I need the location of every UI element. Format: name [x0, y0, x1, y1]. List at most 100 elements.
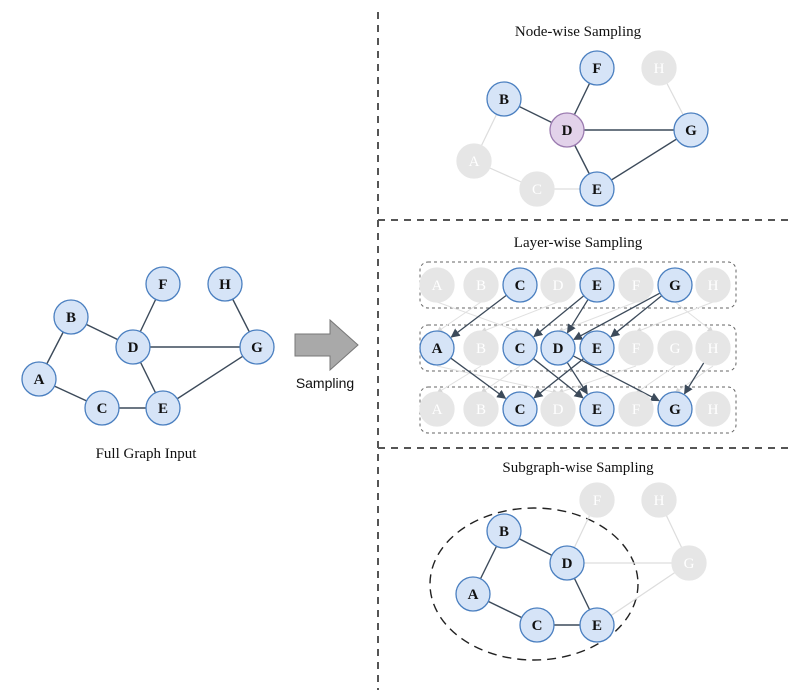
faded-node-d: D	[540, 267, 576, 303]
node-label: E	[592, 341, 602, 357]
node-circle	[21, 361, 57, 397]
node-circle	[579, 171, 615, 207]
faded-node-h: H	[695, 267, 731, 303]
faded-node-h: H	[641, 482, 677, 518]
faded-node-b: B	[463, 330, 499, 366]
node-circle	[695, 330, 731, 366]
node-a: A	[21, 361, 57, 397]
node-circle	[145, 390, 181, 426]
node-circle	[486, 81, 522, 117]
faded-arrow	[480, 301, 559, 333]
target-node-d: D	[549, 112, 585, 148]
layer-edge-a-c	[450, 357, 507, 399]
node-e: E	[579, 267, 615, 303]
node-circle	[486, 513, 522, 549]
node-label: G	[669, 278, 681, 294]
node-circle	[207, 266, 243, 302]
node-circle	[641, 50, 677, 86]
node-label: G	[685, 123, 697, 139]
faded-node-a: A	[456, 143, 492, 179]
node-b: B	[486, 81, 522, 117]
faded-arrow	[480, 365, 521, 394]
node-circle	[239, 329, 275, 365]
subgraph-wise-title: Subgraph-wise Sampling	[502, 460, 654, 476]
faded-node-f: F	[618, 267, 654, 303]
node-label: G	[684, 556, 695, 572]
node-circle	[657, 391, 693, 427]
layer-edge-g-e	[610, 295, 663, 338]
layer-box-1	[419, 261, 737, 309]
node-label: G	[251, 340, 263, 356]
node-g: G	[657, 391, 693, 427]
node-label: C	[532, 618, 543, 634]
layer-box-2	[419, 324, 737, 372]
node-circle	[115, 329, 151, 365]
node-a: A	[455, 576, 491, 612]
node-circle	[579, 482, 615, 518]
node-circle	[53, 299, 89, 335]
faded-node-b: B	[463, 267, 499, 303]
node-label: C	[532, 182, 542, 198]
node-circle	[502, 391, 538, 427]
faded-node-f: F	[618, 330, 654, 366]
node-label: E	[592, 278, 602, 294]
node-label: H	[708, 402, 719, 418]
node-circle	[502, 267, 538, 303]
node-circle	[145, 266, 181, 302]
node-c: C	[502, 391, 538, 427]
node-circle	[549, 545, 585, 581]
faded-edge-e-g	[596, 562, 690, 626]
node-label: A	[432, 278, 443, 294]
faded-node-d: D	[540, 391, 576, 427]
node-label: B	[66, 310, 76, 326]
node-circle	[549, 112, 585, 148]
faded-node-g: G	[671, 545, 707, 581]
node-label: A	[432, 341, 443, 357]
node-circle	[519, 607, 555, 643]
node-circle	[657, 267, 693, 303]
layer-edge-c-a	[450, 294, 507, 338]
node-g: G	[239, 329, 275, 365]
node-label: E	[592, 182, 602, 198]
node-d: D	[540, 330, 576, 366]
node-label: H	[708, 278, 719, 294]
layer-box-3	[419, 386, 737, 434]
node-label: C	[515, 341, 526, 357]
node-a: A	[419, 330, 455, 366]
node-g: G	[657, 267, 693, 303]
faded-arrow	[436, 365, 482, 394]
node-circle	[463, 391, 499, 427]
node-label: H	[708, 341, 719, 357]
node-circle	[579, 607, 615, 643]
node-e: E	[579, 391, 615, 427]
node-b: B	[486, 513, 522, 549]
layer-edge-d-g	[572, 355, 660, 402]
node-label: G	[670, 341, 681, 357]
node-circle	[618, 267, 654, 303]
faded-node-g: G	[657, 330, 693, 366]
faded-node-h: H	[695, 330, 731, 366]
faded-node-b: B	[463, 391, 499, 427]
node-e: E	[579, 330, 615, 366]
node-f: F	[145, 266, 181, 302]
full-graph-caption: Full Graph Input	[96, 446, 198, 462]
node-label: E	[158, 401, 168, 417]
edge-e-g	[162, 346, 258, 409]
faded-arrow	[635, 365, 676, 394]
node-e: E	[579, 171, 615, 207]
node-label: D	[128, 340, 139, 356]
node-label: B	[476, 278, 486, 294]
node-label: B	[499, 524, 509, 540]
node-label: C	[515, 278, 526, 294]
sampling-arrow-icon	[294, 318, 359, 372]
node-d: D	[549, 545, 585, 581]
node-circle	[419, 391, 455, 427]
layer-edge-e-c	[533, 295, 585, 338]
node-circle	[540, 391, 576, 427]
faded-node-a: A	[419, 391, 455, 427]
